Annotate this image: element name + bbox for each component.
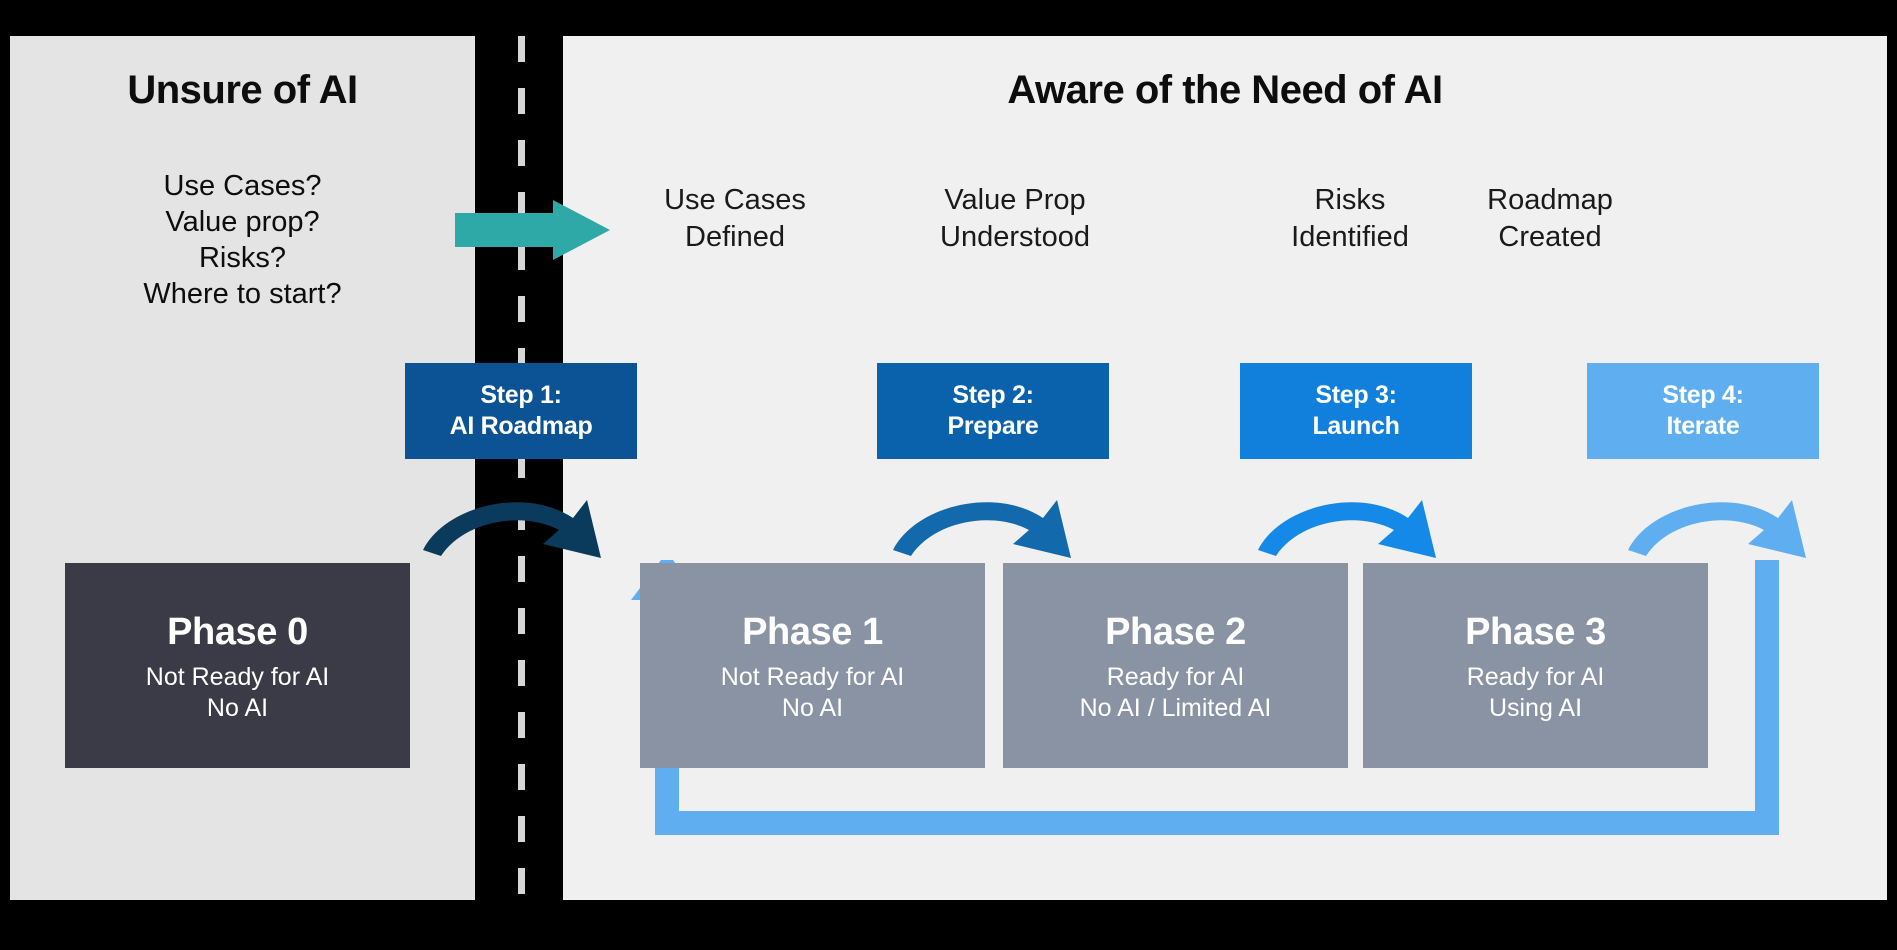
step-label-line1: Step 3: [1315,381,1397,409]
question-item: Use Cases? [163,170,322,202]
phase-box-1[interactable]: Phase 1 Not Ready for AI No AI [640,563,985,768]
step-label-line2: Launch [1312,412,1400,440]
page-title-left: Unsure of AI [127,68,358,112]
unsure-question-list: Use Cases? Value prop? Risks? Where to s… [10,168,475,312]
phase-box-3[interactable]: Phase 3 Ready for AI Using AI [1363,563,1708,768]
step-box-1[interactable]: Step 1: AI Roadmap [405,363,637,459]
panel-unsure-of-ai [10,36,475,900]
question-item: Where to start? [143,278,342,310]
step-label-line2: Prepare [947,412,1039,440]
phase-title: Phase 1 [742,610,883,653]
phase-sub-line1: Not Ready for AI [145,662,330,691]
phase-sub-line1: Ready for AI [1106,662,1245,691]
outcome-line1: Use Cases [664,184,806,216]
question-item: Value prop? [165,206,320,238]
outcome-line1: Value Prop [944,184,1086,216]
outcome-line1: Risks [1314,184,1386,216]
outcome-risks: Risks Identified [1250,182,1450,256]
road-dashes-icon [518,36,525,900]
step-box-4[interactable]: Step 4: Iterate [1587,363,1819,459]
teal-right-arrow-icon [455,200,610,260]
outcome-use-cases: Use Cases Defined [635,182,835,256]
outcome-line2: Defined [685,221,785,253]
step-label-line1: Step 1: [480,381,562,409]
outcome-line1: Roadmap [1487,184,1613,216]
arrow-step2-to-phase2-icon [893,500,1071,558]
question-item: Risks? [198,242,286,274]
phase-sub-line1: Not Ready for AI [720,662,905,691]
arrow-step3-to-phase3-icon [1258,500,1436,558]
arrow-step1-to-phase1-icon [423,500,601,558]
phase-title: Phase 0 [167,610,308,653]
phase-sub-line1: Ready for AI [1466,662,1605,691]
phase-sub-line2: No AI / Limited AI [1079,693,1272,722]
outcome-line2: Understood [940,221,1090,253]
outcome-line2: Created [1498,221,1602,253]
step-label-line2: AI Roadmap [449,412,593,440]
step-label-line2: Iterate [1666,412,1740,440]
panel-aware-of-need-of-ai [563,36,1887,900]
phase-sub-line2: Using AI [1488,693,1583,722]
step-label-line1: Step 2: [952,381,1034,409]
phase-sub-line2: No AI [206,693,269,722]
outcome-line2: Identified [1291,221,1409,253]
page-title-right: Aware of the Need of AI [1007,68,1443,112]
phase-box-0[interactable]: Phase 0 Not Ready for AI No AI [65,563,410,768]
outcome-roadmap: Roadmap Created [1430,182,1670,256]
phase-sub-line2: No AI [781,693,844,722]
phase-box-2[interactable]: Phase 2 Ready for AI No AI / Limited AI [1003,563,1348,768]
arrow-step4-iterate-icon [1628,500,1806,558]
step-box-2[interactable]: Step 2: Prepare [877,363,1109,459]
step-box-3[interactable]: Step 3: Launch [1240,363,1472,459]
step-label-line1: Step 4: [1662,381,1744,409]
phase-title: Phase 3 [1465,610,1606,653]
phase-title: Phase 2 [1105,610,1246,653]
outcome-value-prop: Value Prop Understood [900,182,1130,256]
